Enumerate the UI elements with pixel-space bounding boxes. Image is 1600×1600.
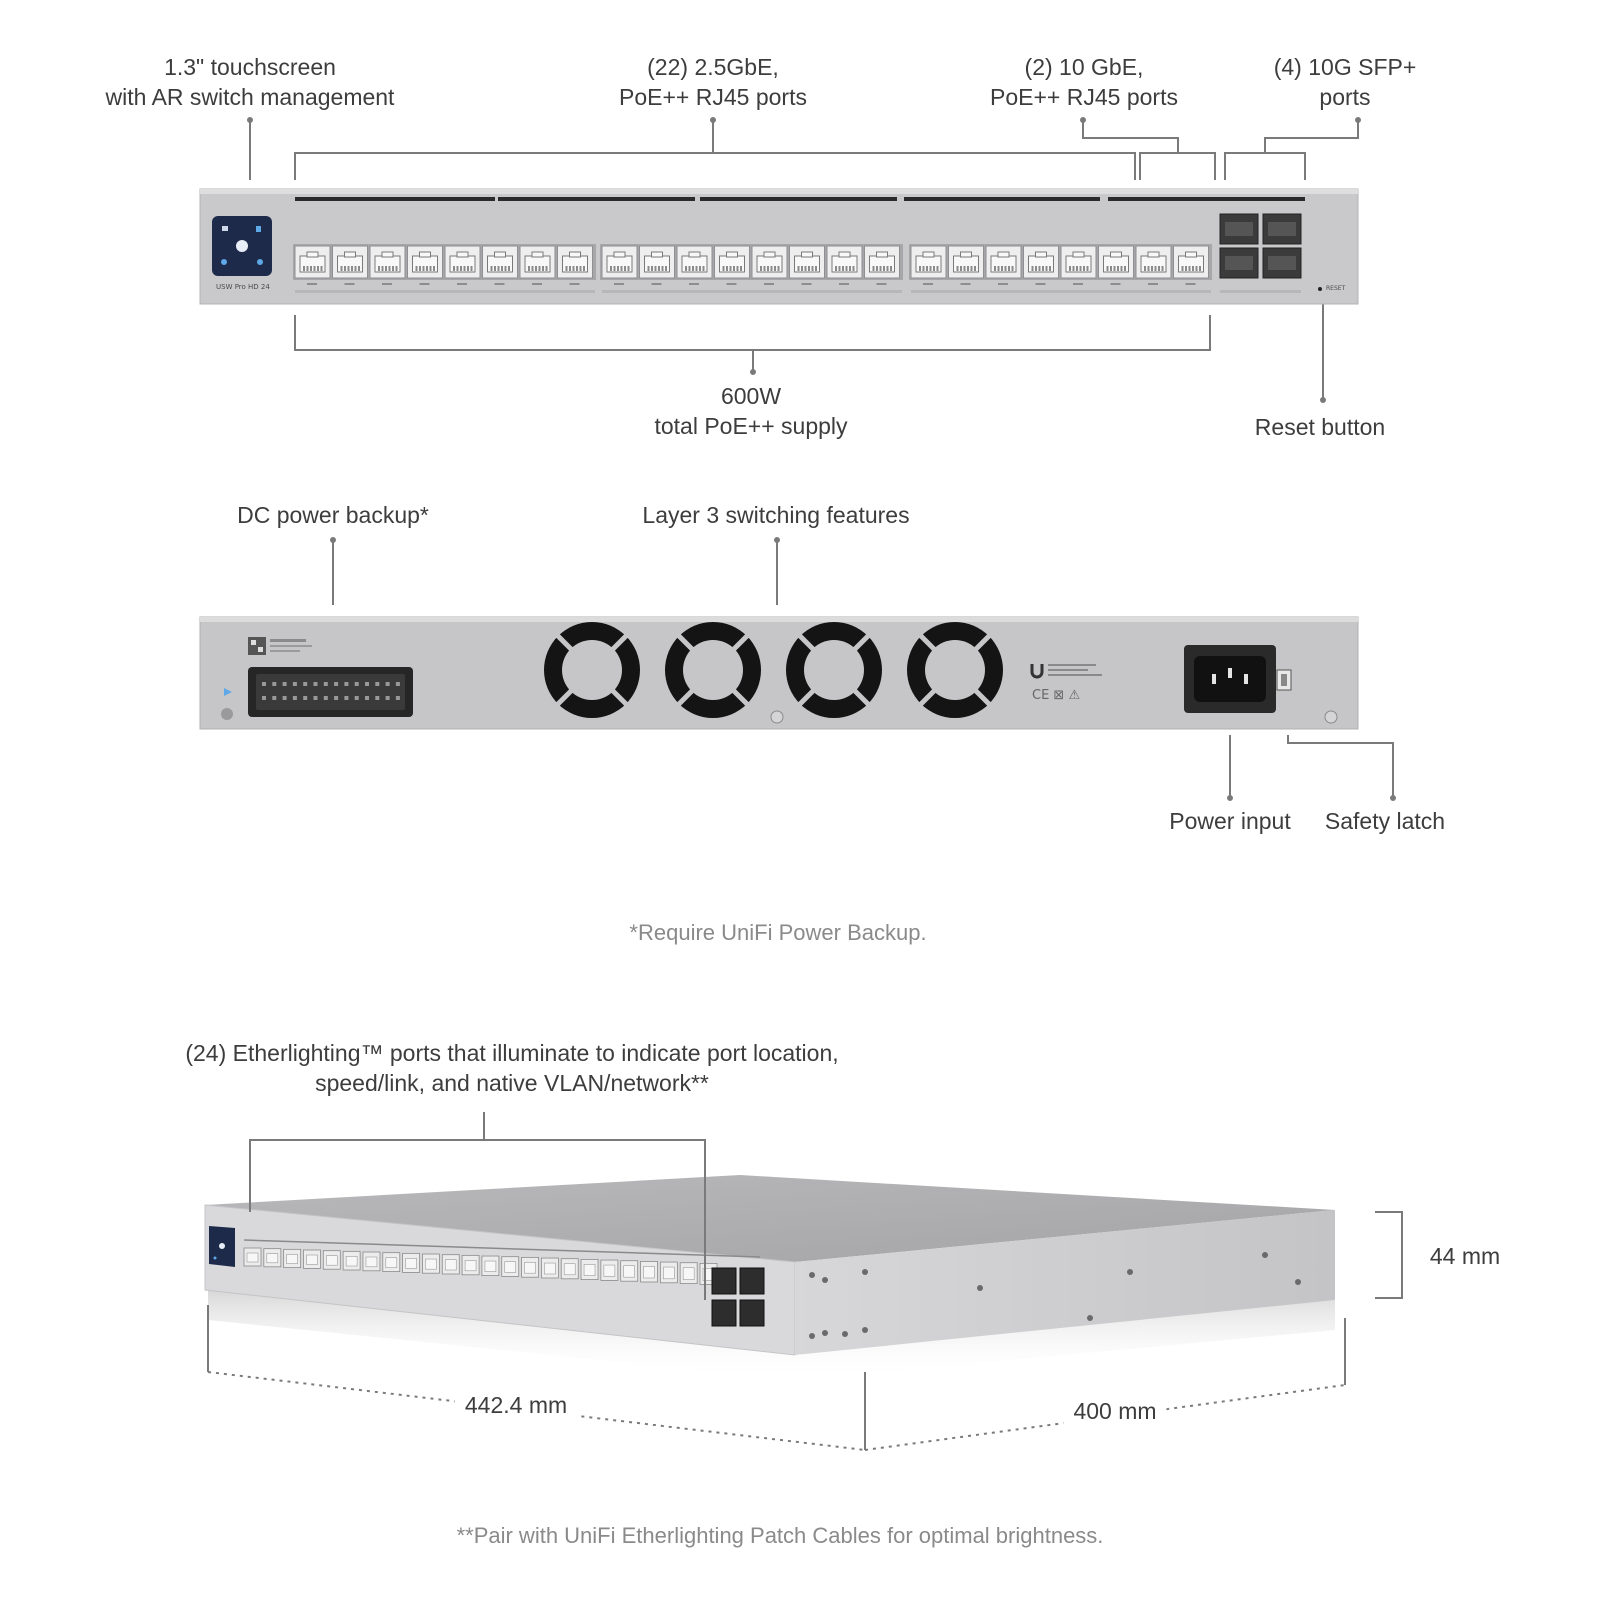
iso-rj45-port-icon bbox=[521, 1256, 539, 1278]
poe-supply-label: 600W total PoE++ supply bbox=[654, 383, 848, 439]
etherlighting-label: (24) Etherlighting™ ports that illuminat… bbox=[185, 1040, 839, 1096]
iso-rj45-port-icon bbox=[461, 1254, 480, 1276]
rear-leader-lines bbox=[330, 537, 1396, 801]
fan-icon bbox=[786, 622, 882, 718]
height-dimension-label: 44 mm bbox=[1429, 1243, 1501, 1269]
iso-rj45-port-icon bbox=[263, 1248, 282, 1268]
depth-dimension-label: 400 mm bbox=[1063, 1398, 1167, 1425]
iso-rj45-port-icon bbox=[402, 1252, 421, 1273]
layer3-label: Layer 3 switching features bbox=[642, 502, 910, 528]
rj45-port-icon bbox=[910, 245, 947, 285]
rj45-port-icon bbox=[985, 245, 1022, 285]
iso-rj45-port-icon bbox=[422, 1253, 440, 1274]
rear-footnote: *Require UniFi Power Backup. bbox=[629, 920, 927, 945]
iso-rj45-port-icon bbox=[303, 1249, 321, 1269]
power-input-label: Power input bbox=[1169, 808, 1291, 834]
iso-rj45-port-icon bbox=[283, 1248, 302, 1268]
iso-rj45-port-icon bbox=[501, 1256, 520, 1277]
iso-leader-lines bbox=[207, 1112, 1403, 1450]
iso-top-surface bbox=[205, 1175, 1335, 1262]
reset-button-label: Reset button bbox=[1254, 414, 1386, 440]
iso-rj45-port-icon bbox=[540, 1257, 559, 1279]
sfp-label: (4) 10G SFP+ ports bbox=[1273, 54, 1417, 110]
sfp-port-icon bbox=[1262, 247, 1302, 279]
iso-rj45-port-icon bbox=[322, 1250, 341, 1270]
front-leader-lines bbox=[247, 117, 1361, 403]
iso-footnote: **Pair with UniFi Etherlighting Patch Ca… bbox=[456, 1523, 1104, 1548]
rj45-port-icon bbox=[864, 245, 900, 285]
iso-touchscreen-icon bbox=[209, 1226, 235, 1267]
width-dimension-label: 442.4 mm bbox=[454, 1392, 578, 1419]
iso-rj45-port-icon bbox=[560, 1258, 579, 1280]
rj45-25g-label: (22) 2.5GbE, PoE++ RJ45 ports bbox=[619, 54, 807, 110]
fan-icon bbox=[665, 622, 761, 718]
touchscreen-icon bbox=[212, 216, 272, 276]
ubiquiti-logo-icon bbox=[1030, 664, 1044, 679]
iso-rj45-port-icon bbox=[640, 1260, 658, 1283]
rj45-port-icon bbox=[369, 245, 406, 285]
iso-rj45-port-icon bbox=[600, 1259, 619, 1281]
power-socket-icon bbox=[1184, 645, 1276, 713]
rj45-port-icon bbox=[789, 245, 825, 285]
rj45-port-icon bbox=[1098, 245, 1134, 285]
rj45-port-icon bbox=[1023, 245, 1059, 285]
rj45-port-icon bbox=[714, 245, 750, 285]
iso-sfp-port-icon bbox=[739, 1299, 765, 1327]
safety-latch-label: Safety latch bbox=[1324, 808, 1446, 834]
iso-rj45-port-icon bbox=[362, 1251, 381, 1272]
iso-rj45-port-icon bbox=[243, 1247, 262, 1267]
iso-sfp-port-icon bbox=[739, 1267, 765, 1295]
iso-rj45-port-icon bbox=[580, 1258, 599, 1280]
rj45-port-icon bbox=[557, 245, 593, 285]
sfp-port-icon bbox=[1219, 247, 1259, 279]
reset-button bbox=[1318, 287, 1322, 291]
iso-rj45-port-icon bbox=[620, 1260, 639, 1282]
rj45-port-icon bbox=[407, 245, 443, 285]
rj45-port-icon bbox=[601, 245, 638, 285]
safety-latch bbox=[1276, 669, 1292, 691]
rj45-port-icon bbox=[332, 245, 368, 285]
iso-sfp-port-icon bbox=[711, 1299, 737, 1327]
svg-text:CE ⊠ ⚠: CE ⊠ ⚠ bbox=[1032, 688, 1080, 703]
touchscreen-label: 1.3" touchscreen with AR switch manageme… bbox=[105, 54, 395, 110]
iso-rj45-port-icon bbox=[441, 1254, 460, 1275]
reset-small-text: RESET bbox=[1326, 285, 1346, 292]
rj45-port-icon bbox=[1135, 245, 1172, 285]
rj45-port-icon bbox=[676, 245, 713, 285]
sfp-port-icon bbox=[1262, 213, 1302, 245]
rj45-port-icon bbox=[1060, 245, 1097, 285]
iso-rj45-port-icon bbox=[342, 1250, 361, 1271]
rj45-port-icon bbox=[482, 245, 518, 285]
rj45-port-icon bbox=[826, 245, 863, 285]
rj45-port-icon bbox=[948, 245, 984, 285]
device-model-text: USW Pro HD 24 bbox=[216, 283, 270, 291]
iso-side-face bbox=[795, 1210, 1335, 1355]
iso-rj45-port-icon bbox=[481, 1255, 500, 1277]
rj45-port-icon bbox=[751, 245, 788, 285]
iso-rj45-port-icon bbox=[382, 1252, 401, 1273]
iso-sfp-port-icon bbox=[711, 1267, 737, 1295]
rj45-port-icon bbox=[639, 245, 675, 285]
iso-rj45-port-icon bbox=[679, 1262, 698, 1285]
dc-connector-icon bbox=[248, 667, 413, 717]
rj45-port-icon bbox=[444, 245, 481, 285]
rj45-10g-label: (2) 10 GbE, PoE++ RJ45 ports bbox=[990, 54, 1178, 110]
rj45-port-icon bbox=[1173, 245, 1209, 285]
fan-icon bbox=[907, 622, 1003, 718]
dc-power-backup-label: DC power backup* bbox=[237, 502, 429, 528]
sfp-port-icon bbox=[1219, 213, 1259, 245]
rj45-port-icon bbox=[294, 245, 331, 285]
rj45-port-icon bbox=[519, 245, 556, 285]
iso-rj45-port-icon bbox=[659, 1261, 678, 1284]
fan-icon bbox=[544, 622, 640, 718]
